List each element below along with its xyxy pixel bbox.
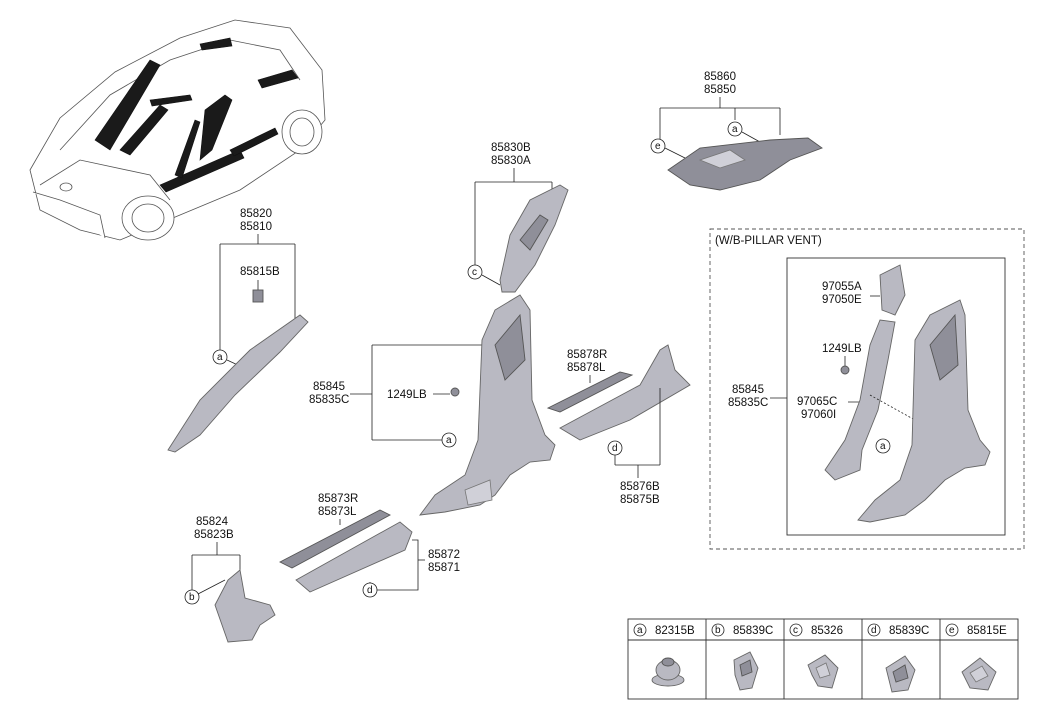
roof-trim-panel: [667, 137, 823, 191]
callout-c: c: [467, 264, 483, 280]
front-sill-scuff-plate: [279, 509, 391, 569]
svg-text:c: c: [793, 625, 798, 636]
label-85873l: 85873L: [318, 506, 357, 518]
label-85845: 85845: [313, 381, 345, 393]
front-sill-trim: [295, 521, 413, 593]
label-1249lb: 1249LB: [387, 389, 427, 401]
rear-sill-trim: [559, 344, 691, 441]
label-85820: 85820: [240, 208, 272, 220]
vent-label-97060i: 97060I: [801, 409, 836, 421]
legend-part-d: 85839C: [889, 625, 929, 637]
bolt-1249lb: [450, 387, 460, 397]
fastener-legend-table: a 82315B b 85839C c 85326: [627, 618, 1019, 700]
label-85875b: 85875B: [620, 494, 660, 506]
callout-e-roof: e: [650, 138, 666, 154]
label-85860: 85860: [704, 71, 736, 83]
label-85830a: 85830A: [491, 155, 531, 167]
label-85815b: 85815B: [240, 266, 280, 278]
vent-label-85835c: 85835C: [728, 397, 768, 409]
label-85873r: 85873R: [318, 493, 358, 505]
svg-text:e: e: [949, 625, 955, 636]
car-illustration: [29, 19, 326, 241]
vent-label-1249lb: 1249LB: [822, 343, 862, 355]
vent-bolt-1249lb: [840, 365, 850, 375]
b-pillar-vent-panel: (W/B-PILLAR VENT) 97055A 97050E 1249LB 8…: [709, 228, 1025, 550]
clip-85815b: [252, 289, 264, 303]
svg-text:c: c: [472, 267, 477, 278]
vent-duct-upper: [879, 264, 906, 316]
front-sill-group: 85873R 85873L d 85872 85871: [279, 493, 460, 598]
svg-text:d: d: [612, 443, 618, 454]
rear-sill-scuff-plate: [546, 371, 634, 413]
legend-cell-d: d 85839C: [867, 623, 929, 693]
roof-trim-group: 85860 85850 a e: [650, 71, 823, 191]
clip-85326-icon: [807, 654, 839, 689]
legend-part-e: 85815E: [967, 625, 1007, 637]
svg-text:a: a: [637, 625, 643, 636]
a-pillar-trim: [167, 314, 309, 453]
legend-part-c: 85326: [811, 625, 843, 637]
svg-text:a: a: [446, 435, 452, 446]
callout-a-apillar: a: [212, 349, 228, 365]
clip-85815e-icon: [961, 657, 997, 691]
vent-label-97055a: 97055A: [822, 281, 862, 293]
clip-85839c-icon: [733, 651, 759, 691]
label-85850: 85850: [704, 84, 736, 96]
svg-text:b: b: [189, 592, 195, 603]
callout-a-bpillar: a: [441, 432, 457, 448]
legend-part-a: 82315B: [655, 625, 695, 637]
legend-cell-b: b 85839C: [711, 623, 773, 691]
label-85824: 85824: [196, 516, 229, 528]
svg-text:a: a: [880, 441, 886, 452]
legend-cell-e: e 85815E: [945, 623, 1007, 691]
label-85835c: 85835C: [309, 394, 349, 406]
callout-a-vent: a: [875, 438, 891, 454]
label-85878l: 85878L: [567, 362, 606, 374]
callout-d-front: d: [362, 582, 378, 598]
vent-label-85845: 85845: [732, 384, 764, 396]
cowl-side-group: 85824 85823B b: [184, 516, 276, 643]
svg-text:a: a: [732, 124, 738, 135]
grommet-82315b-icon: [651, 657, 685, 687]
rear-sill-group: 85878R 85878L d 85876B 85875B: [546, 344, 691, 506]
label-85878r: 85878R: [567, 349, 607, 361]
callout-d-rear: d: [607, 440, 623, 456]
label-85876b: 85876B: [620, 481, 660, 493]
label-85823b: 85823B: [194, 529, 234, 541]
vent-label-97065c: 97065C: [797, 396, 837, 408]
label-85871: 85871: [428, 562, 460, 574]
legend-part-b: 85839C: [733, 625, 773, 637]
label-85810: 85810: [240, 221, 272, 233]
vent-label-97050e: 97050E: [822, 294, 862, 306]
legend-cell-c: c 85326: [789, 623, 843, 689]
svg-text:a: a: [217, 352, 223, 363]
callout-a-roof: a: [727, 121, 743, 137]
vent-duct-lower: [824, 319, 896, 481]
clip-85839c-d-icon: [885, 655, 916, 693]
svg-text:e: e: [655, 141, 661, 152]
cowl-side-trim: [214, 569, 276, 643]
svg-text:d: d: [871, 625, 877, 636]
label-85830b: 85830B: [491, 142, 531, 154]
svg-text:b: b: [715, 625, 721, 636]
label-85872: 85872: [428, 549, 460, 561]
svg-text:d: d: [367, 585, 373, 596]
a-pillar-group: 85820 85810 85815B a: [167, 208, 309, 453]
callout-b: b: [184, 589, 200, 605]
legend-cell-a: a 82315B: [633, 623, 695, 687]
vent-title: (W/B-PILLAR VENT): [715, 235, 822, 247]
b-pillar-upper-group: 85830B 85830A c: [467, 142, 569, 293]
b-pillar-lower-group: 85845 85835C 1249LB a: [309, 294, 556, 516]
